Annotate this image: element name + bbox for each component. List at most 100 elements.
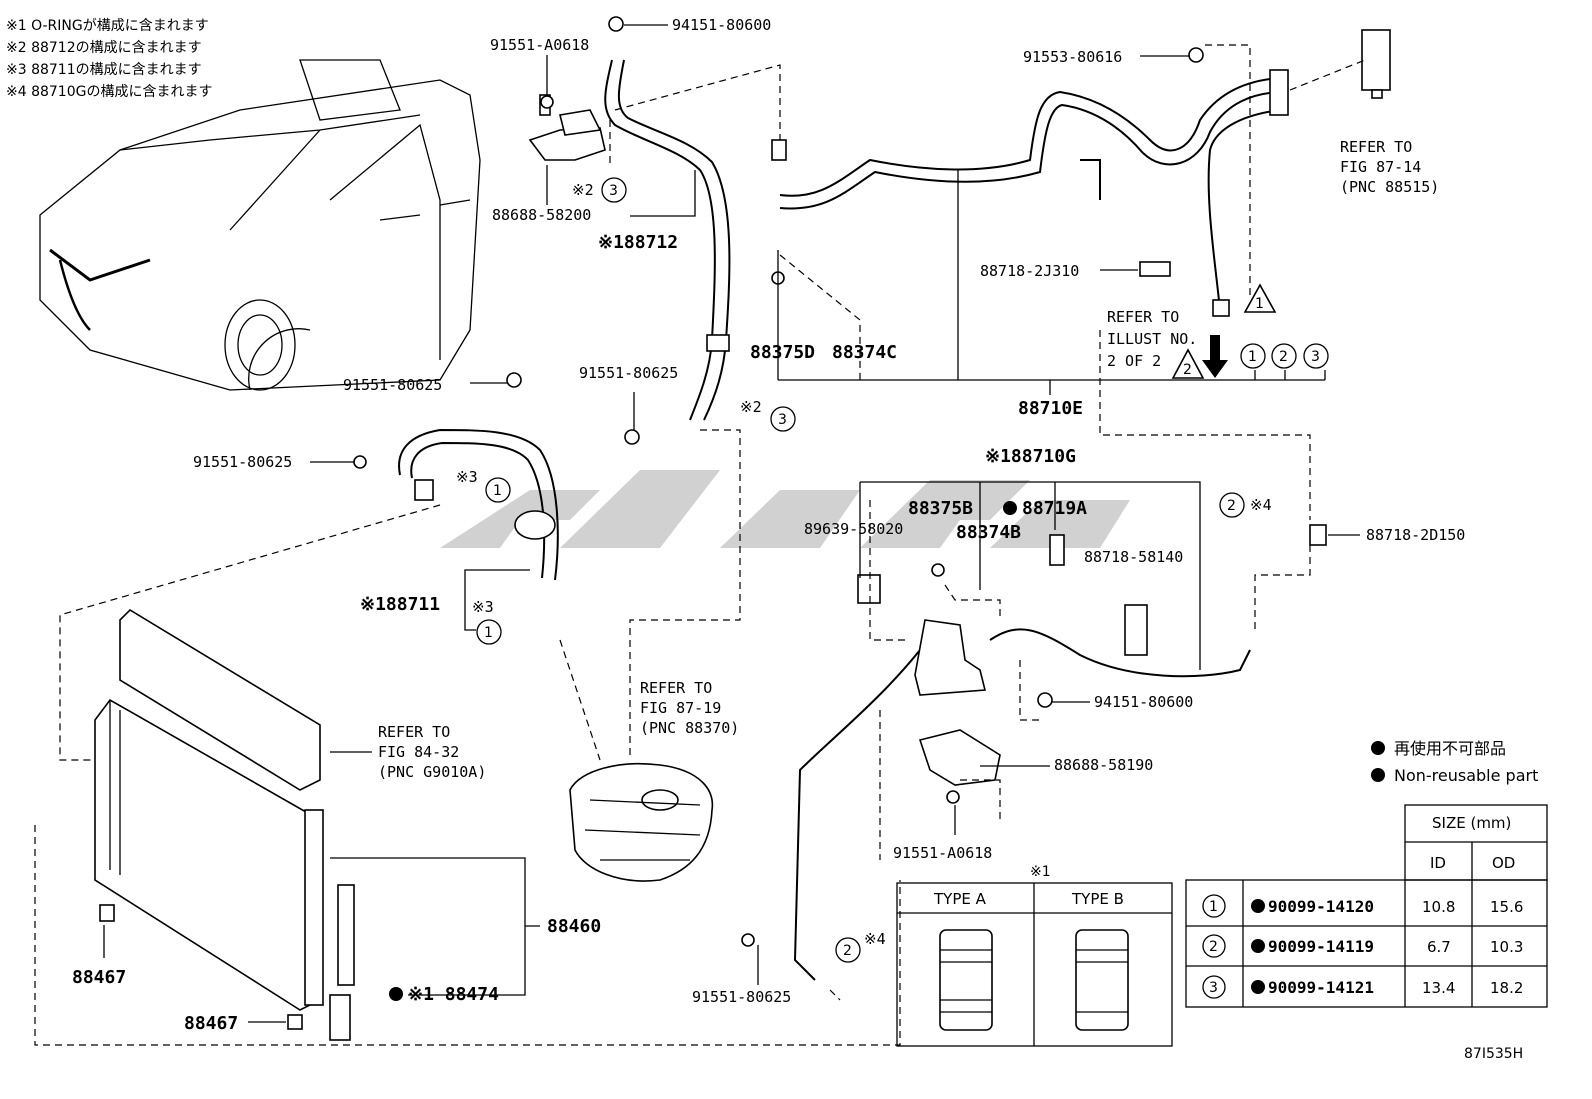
- type-title: ※1: [1030, 864, 1051, 880]
- size-header: SIZE (mm): [1432, 814, 1511, 832]
- row-id: 10.8: [1422, 898, 1455, 916]
- label-refer-87-19-l2: FIG 87-19: [640, 699, 721, 717]
- row-num: 1: [1209, 899, 1218, 915]
- label-refer-87-19-l1: REFER TO: [640, 679, 712, 697]
- label-88688-58200: 88688-58200: [492, 206, 591, 224]
- label-88718-2j310: 88718-2J310: [980, 262, 1079, 280]
- label-94151-80600-top: 94151-80600: [672, 16, 771, 34]
- row-id: 6.7: [1427, 938, 1451, 956]
- label-88374c: 88374C: [832, 342, 897, 363]
- legend-en: Non-reusable part: [1394, 766, 1538, 785]
- callout-2-b: 2: [1227, 498, 1236, 514]
- label-88467-b: 88467: [184, 1013, 238, 1034]
- label-88718-58140: 88718-58140: [1084, 548, 1183, 566]
- label-88375d: 88375D: [750, 342, 815, 363]
- label-mark3-b: ※3: [472, 598, 494, 616]
- row-num: 3: [1209, 980, 1218, 996]
- hose-88711: [398, 428, 559, 581]
- label-refer-illust-l3: 2 OF 2: [1107, 352, 1161, 370]
- non-reusable-dot: [1251, 939, 1265, 953]
- label-91551-80625-a: 91551-80625: [343, 376, 442, 394]
- label-88718-2d150: 88718-2D150: [1366, 526, 1465, 544]
- label-refer-84-32-l2: FIG 84-32: [378, 743, 459, 761]
- type-a-sleeve: [939, 929, 993, 1031]
- callout-3-a: 3: [609, 183, 618, 199]
- part-labels: 94151-80600 91551-A0618 91553-80616 REFE…: [72, 16, 1523, 1062]
- label-refer-87-14-l3: (PNC 88515): [1340, 178, 1439, 196]
- label-refer-87-14-l1: REFER TO: [1340, 138, 1412, 156]
- label-refer-87-14-l2: FIG 87-14: [1340, 158, 1421, 176]
- callout-2-c: 2: [843, 943, 852, 959]
- row-part: 90099-14120: [1268, 897, 1374, 916]
- row-od: 15.6: [1490, 898, 1523, 916]
- triangle-2-label: 2: [1183, 362, 1192, 378]
- fasteners: [353, 16, 1204, 947]
- label-refer-illust-l2: ILLUST NO.: [1107, 330, 1197, 348]
- bracket-88688-58200: [528, 94, 606, 161]
- label-refer-84-32-l1: REFER TO: [378, 723, 450, 741]
- non-reusable-dot-88719a: [1003, 501, 1017, 515]
- type-a-label: TYPE A: [933, 890, 987, 908]
- callout-1-a: 1: [493, 483, 502, 499]
- label-88719a: 88719A: [1022, 498, 1087, 519]
- callout-3-c: 3: [1311, 349, 1320, 365]
- pipe-88710G: [793, 261, 1327, 981]
- label-88460: 88460: [547, 916, 601, 937]
- label-88710g: ※188710G: [985, 446, 1076, 467]
- row-part: 90099-14121: [1268, 978, 1374, 997]
- callout-1-b: 1: [484, 625, 493, 641]
- od-header: OD: [1492, 854, 1515, 872]
- label-91551-a0618-top: 91551-A0618: [490, 36, 589, 54]
- label-91551-a0618-b: 91551-A0618: [893, 844, 992, 862]
- label-88474: ※1 88474: [408, 984, 499, 1005]
- label-88467-a: 88467: [72, 967, 126, 988]
- row-part: 90099-14119: [1268, 937, 1374, 956]
- vehicle-illustration: [39, 59, 481, 391]
- legend: 再使用不可部品 Non-reusable part: [1371, 739, 1538, 785]
- type-box: ※1 TYPE A TYPE B: [896, 864, 1173, 1047]
- watermark-logo: [440, 470, 1130, 548]
- label-mark2-a: ※2: [572, 181, 594, 199]
- callout-3-b: 3: [778, 412, 787, 428]
- label-88712: ※188712: [598, 232, 678, 253]
- row-id: 13.4: [1422, 979, 1455, 997]
- label-mark3-a: ※3: [456, 468, 478, 486]
- non-reusable-dot-88474: [389, 987, 403, 1001]
- type-b-sleeve: [1075, 929, 1129, 1031]
- label-89639-58020: 89639-58020: [804, 520, 903, 538]
- id-header: ID: [1430, 854, 1446, 872]
- callout-2-a: 2: [1279, 349, 1288, 365]
- note-4: ※4 88710Gの構成に含まれます: [6, 84, 212, 100]
- label-91553-80616: 91553-80616: [1023, 48, 1122, 66]
- row-num: 2: [1209, 939, 1218, 955]
- legend-jp: 再使用不可部品: [1394, 739, 1506, 758]
- legend-dot-icon-2: [1371, 768, 1385, 782]
- label-mark4-b: ※4: [864, 930, 886, 948]
- label-mark4-a: ※4: [1250, 496, 1272, 514]
- label-mark2-b: ※2: [740, 398, 762, 416]
- label-94151-80600-b: 94151-80600: [1094, 693, 1193, 711]
- notes-block: ※1 O-RINGが構成に含まれます ※2 88712の構成に含まれます ※3 …: [6, 18, 212, 100]
- leader-lines: [34, 24, 1366, 1046]
- label-88374b: 88374B: [956, 522, 1021, 543]
- part-88474: [329, 994, 351, 1041]
- arrow-down-icon: [1202, 335, 1228, 378]
- legend-dot-icon: [1371, 741, 1385, 755]
- triangle-markers: 1 2: [1171, 283, 1277, 379]
- table-row: 3 90099-14121 13.4 18.2: [1202, 975, 1523, 999]
- non-reusable-dot: [1251, 980, 1265, 994]
- label-91551-80625-b: 91551-80625: [579, 364, 678, 382]
- note-1: ※1 O-RINGが構成に含まれます: [6, 18, 209, 34]
- label-88375b: 88375B: [908, 498, 973, 519]
- label-91551-80625-d: 91551-80625: [692, 988, 791, 1006]
- label-refer-84-32-l3: (PNC G9010A): [378, 763, 486, 781]
- label-88688-58190: 88688-58190: [1054, 756, 1153, 774]
- condenser: [94, 608, 355, 1041]
- table-row: 2 90099-14119 6.7 10.3: [1202, 934, 1523, 958]
- label-88710e: 88710E: [1018, 398, 1083, 419]
- type-b-label: TYPE B: [1071, 890, 1124, 908]
- oring-callouts: 3 3 1 1 1 2 3 2 2: [476, 177, 1329, 963]
- hose-collar: [706, 334, 730, 352]
